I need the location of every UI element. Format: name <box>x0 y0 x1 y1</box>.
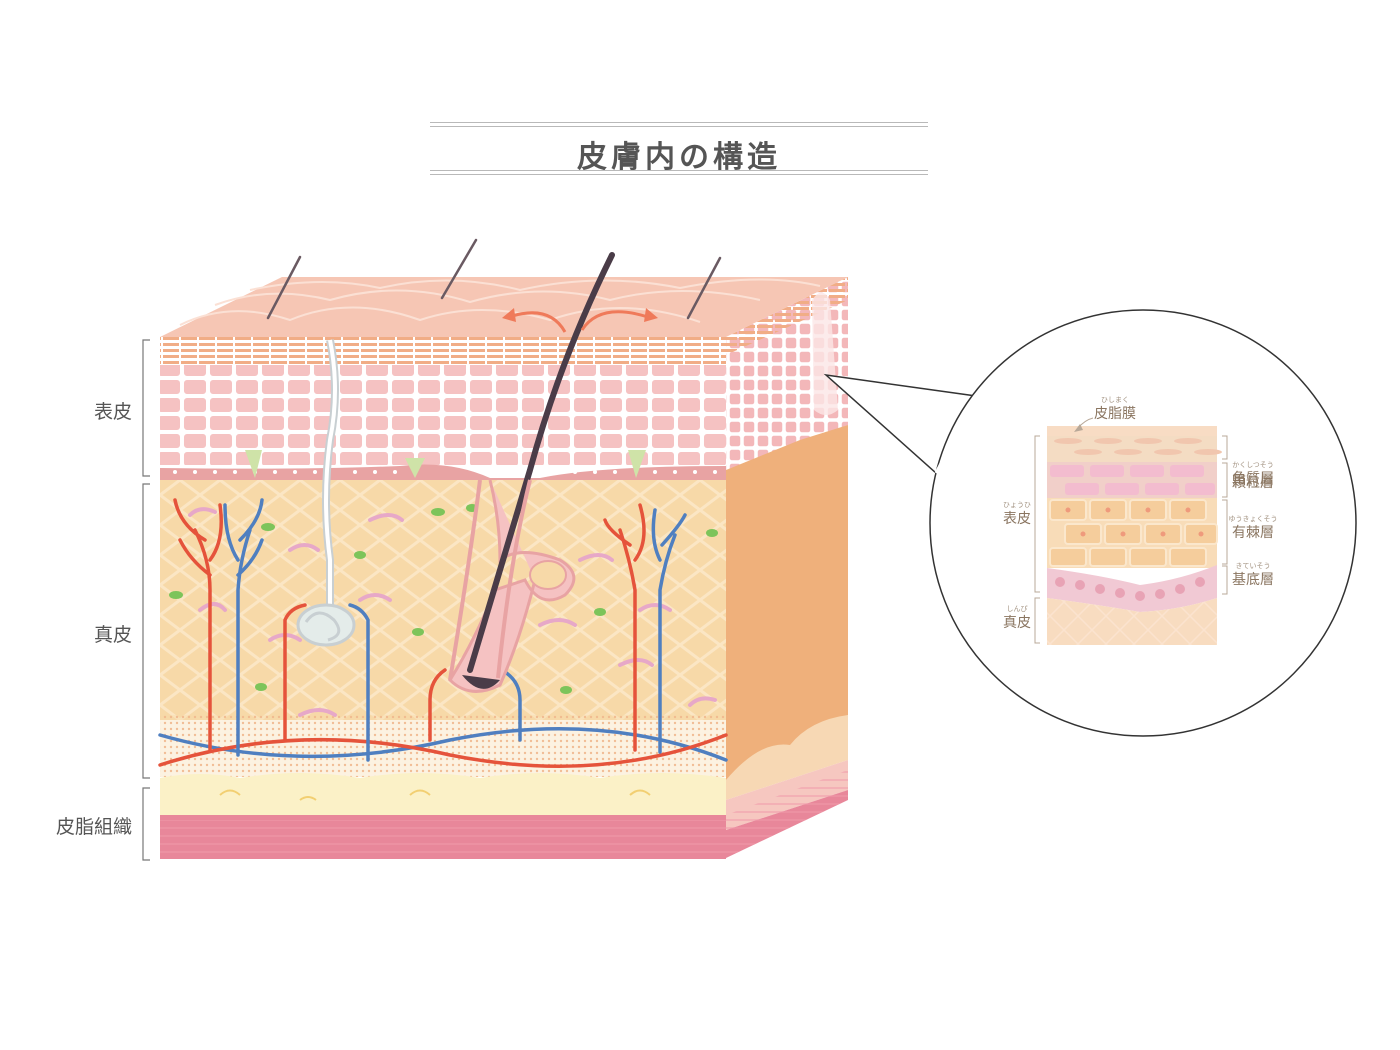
inset-stratum-corneum: 角質層 <box>1232 471 1274 487</box>
inset-labels: ひしまく 皮脂膜 かくしつそう 角質層 かりゅうそう ゆうきょくそう 有棘層 き… <box>1003 396 1278 631</box>
inset-stratum-basale: 基底層 <box>1232 571 1274 588</box>
ruby-stratum-spinosum: ゆうきょくそう <box>1229 515 1278 523</box>
inset-brackets <box>1034 417 1228 644</box>
surface-hairs <box>266 238 722 320</box>
ruby-stratum-corneum: かくしつそう <box>1232 461 1274 469</box>
sebum-arrows <box>502 308 658 333</box>
inset-stratum-spinosum: 有棘層 <box>1232 525 1274 541</box>
inset-detail <box>1047 426 1222 645</box>
blood-vessels <box>158 498 728 768</box>
ruby-inset-epidermis: ひょうひ <box>1003 501 1031 509</box>
title-rule-top-2 <box>430 126 928 127</box>
sweat-gland <box>296 339 356 647</box>
epidermis-front <box>160 337 726 480</box>
label-subcutaneous: 皮脂組織 <box>55 816 132 838</box>
title-rule-top <box>430 122 928 123</box>
title-rule-bottom-2 <box>430 174 928 175</box>
title-rule-bottom <box>430 170 928 171</box>
label-dermis: 真皮 <box>93 624 132 646</box>
hair-follicle <box>448 252 615 693</box>
callout-join <box>934 395 978 474</box>
inset-dermis: 真皮 <box>1003 615 1031 631</box>
subcutaneous-front <box>160 773 726 859</box>
ruby-sebum-film: ひしまく <box>1101 396 1129 404</box>
title-banner: 皮膚内の構造 <box>430 122 928 176</box>
inset-epidermis: 表皮 <box>1003 511 1031 527</box>
label-epidermis: 表皮 <box>93 401 132 423</box>
ruby-inset-dermis: しんぴ <box>1007 605 1028 613</box>
page-title: 皮膚内の構造 <box>577 140 781 175</box>
ruby-stratum-basale: きていそう <box>1236 562 1271 570</box>
dermis-front <box>160 480 726 777</box>
side-brackets <box>142 339 150 861</box>
skin-top-surface <box>160 277 848 415</box>
sebum-pointer-icon <box>1074 424 1083 432</box>
inset-sebum-film: 皮脂膜 <box>1094 406 1136 422</box>
